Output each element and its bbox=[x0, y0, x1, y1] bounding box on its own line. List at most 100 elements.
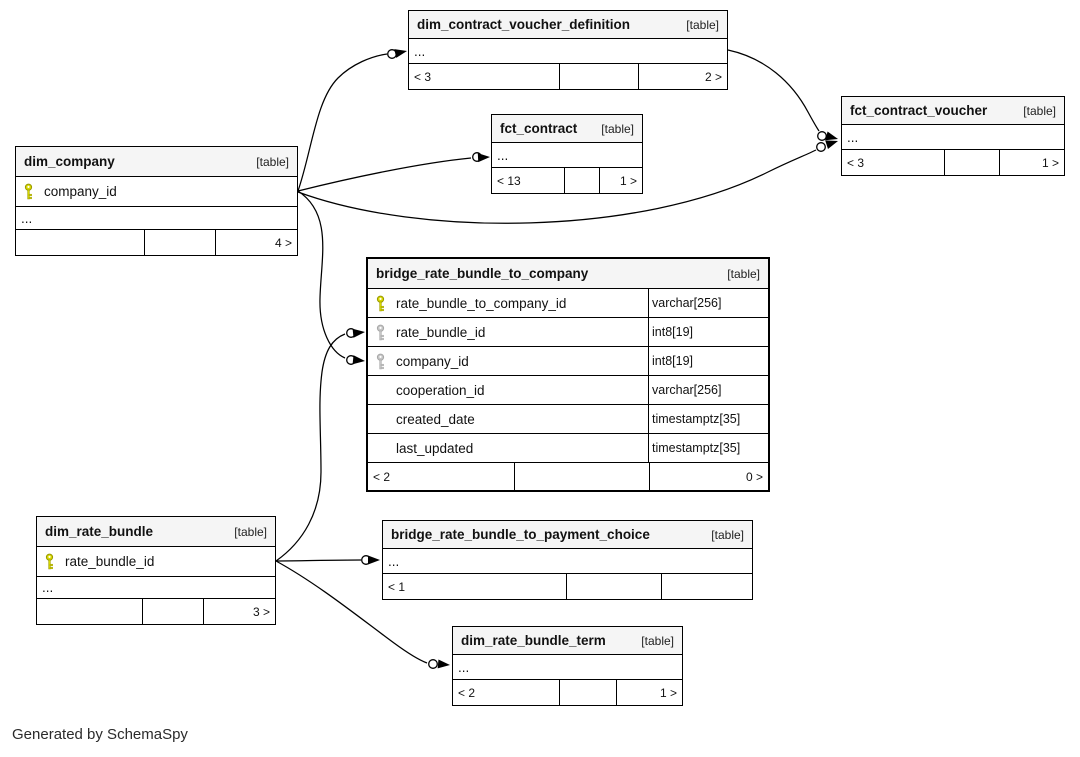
fk-arrowhead bbox=[825, 140, 838, 149]
columns-ellipsis-row: ... bbox=[492, 142, 642, 167]
relationship-stats-row: < 3 2 > bbox=[409, 63, 727, 89]
table-node-dim_contract_voucher_definition[interactable]: dim_contract_voucher_definition [table]..… bbox=[408, 10, 728, 90]
column-name-cell: last_updated bbox=[368, 434, 648, 462]
parents-count: < 3 bbox=[414, 69, 432, 84]
table-header: fct_contract_voucher [table] bbox=[842, 97, 1064, 124]
column-name: last_updated bbox=[396, 440, 474, 456]
zero-or-one-circle bbox=[428, 659, 438, 669]
stats-middle-cell bbox=[144, 230, 215, 255]
primary-key-icon bbox=[24, 183, 33, 200]
relationship-dim_contract_voucher_definition-to-fct_contract_voucher bbox=[727, 49, 838, 141]
relationship-dim_company-to-fct_contract_voucher bbox=[297, 140, 838, 224]
column-name: ... bbox=[388, 553, 400, 569]
columns-ellipsis-row: ... bbox=[409, 38, 727, 63]
children-count: 2 > bbox=[638, 64, 727, 89]
column-name: ... bbox=[42, 580, 54, 595]
column-type: varchar[256] bbox=[648, 289, 768, 317]
table-tag: [table] bbox=[601, 121, 634, 136]
fk-arrowhead bbox=[437, 659, 450, 669]
columns-ellipsis-row: ... bbox=[16, 206, 297, 229]
column-name: ... bbox=[458, 659, 470, 675]
table-header: dim_rate_bundle [table] bbox=[37, 517, 275, 546]
parents-count: < 3 bbox=[847, 155, 865, 170]
column-name-cell: company_id bbox=[16, 177, 297, 206]
key-icon-box bbox=[375, 324, 396, 341]
column-type: timestamptz[35] bbox=[648, 405, 768, 433]
table-header: fct_contract [table] bbox=[492, 115, 642, 142]
relationship-dim_rate_bundle-to-bridge_rate_bundle_to_payment_choice bbox=[275, 555, 380, 565]
fk-arrowhead bbox=[352, 355, 365, 365]
column-row-company_id: company_id bbox=[16, 176, 297, 206]
parents-count: < 13 bbox=[497, 173, 521, 188]
fk-arrowhead bbox=[825, 131, 838, 141]
table-name[interactable]: fct_contract_voucher bbox=[850, 103, 988, 118]
table-node-dim_rate_bundle[interactable]: dim_rate_bundle [table] rate_bundle_id...… bbox=[36, 516, 276, 625]
column-name: ... bbox=[847, 129, 859, 145]
column-name: company_id bbox=[396, 353, 469, 369]
table-name[interactable]: dim_contract_voucher_definition bbox=[417, 17, 631, 32]
column-name: company_id bbox=[44, 184, 117, 199]
column-name-cell: rate_bundle_id bbox=[37, 547, 275, 576]
columns-ellipsis-row: ... bbox=[453, 654, 682, 679]
table-node-bridge_rate_bundle_to_payment_choice[interactable]: bridge_rate_bundle_to_payment_choice[tab… bbox=[382, 520, 753, 600]
relationship-dim_rate_bundle-to-dim_rate_bundle_term bbox=[275, 560, 450, 669]
primary-key-icon bbox=[45, 553, 54, 570]
column-name-cell: ... bbox=[453, 655, 682, 679]
table-name[interactable]: fct_contract bbox=[500, 121, 578, 136]
stats-middle-cell bbox=[944, 150, 999, 175]
parents-count: < 1 bbox=[388, 579, 406, 594]
column-name-cell: ... bbox=[842, 125, 1064, 149]
children-count: 0 > bbox=[649, 463, 768, 490]
columns-ellipsis-row: ... bbox=[37, 576, 275, 598]
table-tag: [table] bbox=[686, 17, 719, 32]
children-count: 1 > bbox=[999, 150, 1064, 175]
table-header: bridge_rate_bundle_to_payment_choice[tab… bbox=[383, 521, 752, 548]
column-name-cell: company_id bbox=[368, 347, 648, 375]
column-name: ... bbox=[21, 210, 33, 226]
children-count: 1 > bbox=[616, 680, 682, 705]
parents-count bbox=[37, 599, 142, 624]
column-name-cell: ... bbox=[492, 143, 642, 167]
fk-arrowhead bbox=[477, 153, 490, 163]
relationship-stats-row: < 2 0 > bbox=[368, 462, 768, 490]
column-name-cell: rate_bundle_to_company_id bbox=[368, 289, 648, 317]
relationship-dim_rate_bundle-to-bridge_rate_bundle_to_company bbox=[275, 328, 365, 562]
table-name[interactable]: dim_rate_bundle bbox=[45, 524, 154, 539]
table-node-bridge_rate_bundle_to_company[interactable]: bridge_rate_bundle_to_company[table] rat… bbox=[366, 257, 770, 492]
table-tag: [table] bbox=[234, 524, 267, 539]
table-node-dim_company[interactable]: dim_company [table] company_id... 4 > bbox=[15, 146, 298, 256]
children-count: 4 > bbox=[215, 230, 297, 255]
table-tag: [table] bbox=[256, 154, 289, 169]
relationship-dim_company-to-bridge_rate_bundle_to_company bbox=[297, 190, 365, 365]
table-node-fct_contract_voucher[interactable]: fct_contract_voucher [table]... < 3 1 > bbox=[841, 96, 1065, 176]
columns-ellipsis-row: ... bbox=[842, 124, 1064, 149]
table-tag: [table] bbox=[1023, 103, 1056, 118]
key-icon-box bbox=[23, 183, 44, 200]
column-name: ... bbox=[414, 43, 426, 59]
column-name: rate_bundle_id bbox=[65, 554, 155, 569]
stats-middle-cell bbox=[566, 574, 661, 599]
column-row-rate_bundle_id: rate_bundle_id bbox=[37, 546, 275, 576]
columns-ellipsis-row: ... bbox=[383, 548, 752, 573]
table-name[interactable]: bridge_rate_bundle_to_company bbox=[376, 266, 589, 281]
column-name-cell: ... bbox=[409, 39, 727, 63]
zero-or-one-circle bbox=[816, 142, 826, 152]
table-name[interactable]: dim_rate_bundle_term bbox=[461, 633, 606, 648]
column-name-cell: cooperation_id bbox=[368, 376, 648, 404]
children-count: 3 > bbox=[203, 599, 275, 624]
parents-count: < 2 bbox=[373, 469, 391, 484]
primary-key-icon bbox=[376, 295, 385, 311]
column-name-cell: ... bbox=[37, 577, 275, 598]
table-name[interactable]: bridge_rate_bundle_to_payment_choice bbox=[391, 527, 650, 542]
fk-arrowhead bbox=[394, 49, 407, 58]
table-header: dim_rate_bundle_term[table] bbox=[453, 627, 682, 654]
column-name-cell: ... bbox=[383, 549, 752, 573]
table-name[interactable]: dim_company bbox=[24, 154, 115, 169]
